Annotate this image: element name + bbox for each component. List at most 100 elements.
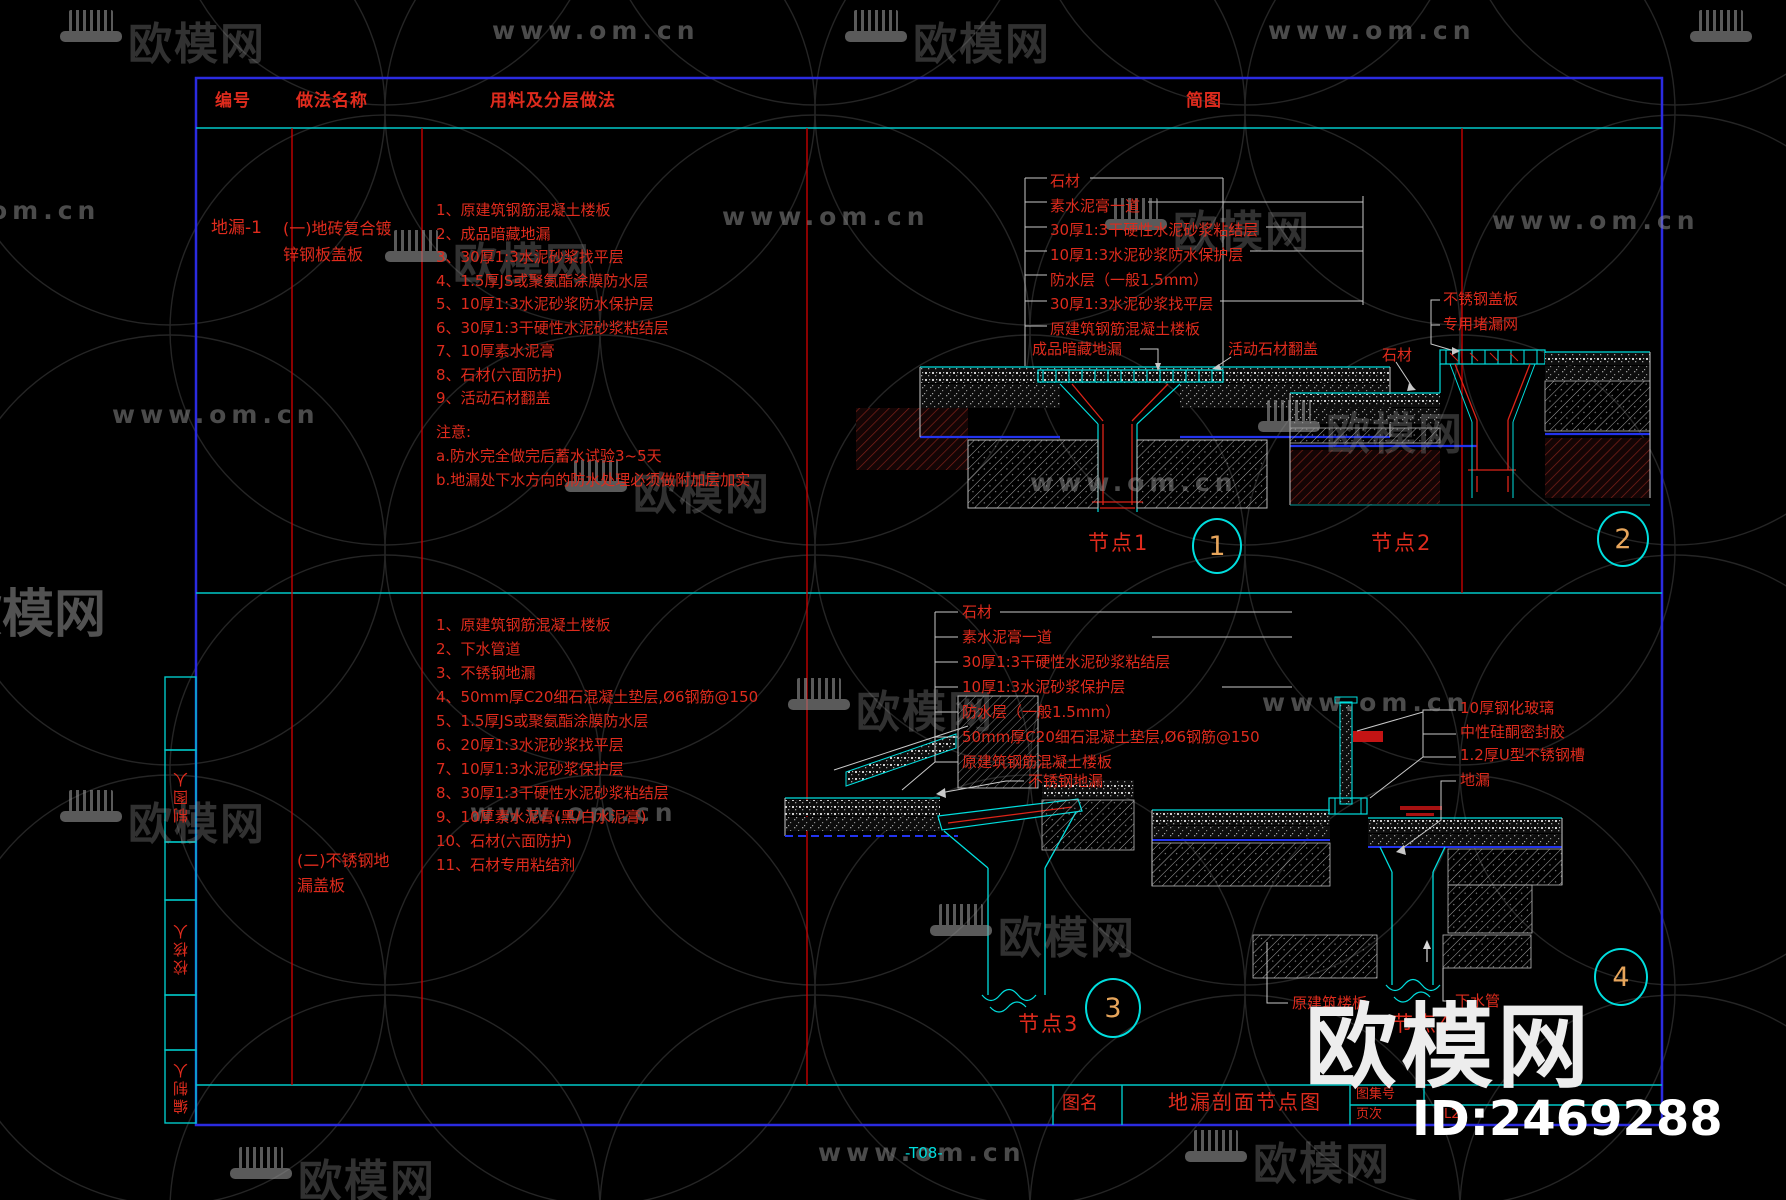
list-item: 10厚1:3水泥砂浆防水保护层: [1050, 246, 1244, 265]
list-item: 9、活动石材翻盖: [436, 389, 551, 407]
list-item: 30厚1:3水泥砂浆找平层: [1050, 295, 1214, 314]
list-item: 50mm厚C20细石混凝土垫层,Ø6钢筋@150: [962, 728, 1260, 746]
sidebar-compiler-cell: 编制人: [166, 1051, 195, 1122]
list-item: 7、10厚1:3水泥砂浆保护层: [436, 760, 624, 778]
node4-label-channel: 1.2厚U型不锈钢槽: [1460, 746, 1585, 764]
list-item: 10、石材(六面防护): [436, 832, 572, 850]
watermark-site-text: www.om.cn: [1262, 688, 1470, 717]
header-col-name: 做法名称: [296, 91, 368, 111]
sofa-icon: [845, 8, 907, 46]
watermark-group: 欧模网: [230, 1145, 436, 1200]
watermark-site-text: www.om.cn: [112, 400, 320, 429]
sofa-icon: [1105, 196, 1167, 234]
node4-label-pipe: 下水管: [1455, 992, 1501, 1010]
sofa-icon: [930, 902, 992, 940]
table-border: [194, 76, 1664, 1127]
watermark-site-text: www.om.cn: [818, 1138, 1026, 1167]
node3-layer-labels: 石材素水泥膏一道 30厚1:3干硬性水泥砂浆粘结层 10厚1:3水泥砂浆保护层防水层…: [962, 600, 1260, 775]
watermark-group: 欧模网: [1185, 1128, 1391, 1192]
list-item: 11、石材专用粘结剂: [436, 856, 576, 874]
list-item: 5、10厚1:3水泥砂浆防水保护层: [436, 295, 654, 313]
site-logo-big: 欧模网: [1305, 994, 1594, 1101]
watermark-site-text: om.cn: [0, 196, 101, 225]
node2-drawing: [1289, 299, 1651, 506]
node3-callout-drain: 不锈钢地漏: [1028, 772, 1104, 790]
list-item: 原建筑钢筋混凝土楼板: [962, 753, 1113, 771]
list-item: 30厚1:3干硬性水泥砂浆粘结层: [1050, 221, 1259, 240]
sidebar-drafter-label: 制图人: [172, 769, 190, 823]
list-item: 1、原建筑钢筋混凝土楼板: [436, 201, 611, 219]
watermark-group: 欧模网: [930, 902, 1136, 966]
table-cyan-lines: [164, 127, 1662, 1125]
watermark-group: [1690, 8, 1752, 46]
list-item: b.地漏处下水方向的防水处理必须做附加层加实: [436, 471, 751, 489]
watermark-group: 欧模网: [1105, 196, 1311, 260]
sofa-icon: [788, 676, 850, 714]
node4-label-slab: 原建筑楼板: [1292, 994, 1368, 1012]
row2-name-line2: 漏盖板: [297, 876, 346, 895]
node1-callout-drain: 成品暗藏地漏: [1032, 340, 1123, 358]
titlebar-name-label: 图名: [1062, 1093, 1098, 1114]
watermark-site-text: www.om.cn: [1492, 206, 1700, 235]
list-item: 10厚1:3水泥砂浆保护层: [962, 678, 1126, 696]
list-item: 素水泥膏一道: [1050, 196, 1141, 215]
watermark-group: 欧模网: [1258, 398, 1464, 462]
list-item: 6、20厚1:3水泥砂浆找平层: [436, 736, 624, 754]
list-item: 5、1.5厚JS或聚氨酯涂膜防水层: [436, 712, 649, 730]
node4-label-glass: 10厚钢化玻璃: [1460, 699, 1555, 717]
node1-callout-cover: 活动石材翻盖: [1228, 340, 1319, 358]
node3-title: 节点3: [1018, 1012, 1080, 1036]
titlebar-atlas-label: 图集号: [1356, 1087, 1396, 1102]
list-item: 素水泥膏一道: [962, 628, 1053, 646]
watermark-group: 欧模网: [565, 458, 771, 522]
sofa-icon: [230, 1145, 292, 1183]
list-item: 9、10厚素水泥膏(黑/白水泥膏): [436, 808, 647, 826]
sidebar-compiler-label: 编制人: [172, 1059, 190, 1114]
titlebar-drawing-name: 地漏剖面节点图: [1168, 1090, 1322, 1114]
list-item: 2、下水管道: [436, 640, 521, 658]
watermark-logo-text: 欧模网: [128, 19, 266, 70]
row1-material-list: 1、原建筑钢筋混凝土楼板 2、成品暗藏地漏 3、30厚1:3水泥砂浆找平层 4、1.5…: [436, 199, 669, 411]
sofa-icon: [60, 788, 122, 826]
list-item: a.防水完全做完后蓄水试验3~5天: [436, 447, 662, 465]
titlebar-page-value: DL2: [1434, 1107, 1460, 1122]
list-item: 2、成品暗藏地漏: [436, 224, 551, 243]
sofa-icon: [1258, 398, 1320, 436]
node2-title: 节点2: [1371, 531, 1433, 555]
list-item: 4、50mm厚C20细石混凝土垫层,Ø6钢筋@150: [436, 688, 759, 706]
watermark-group: 欧模网: [60, 788, 266, 852]
header-col-id: 编号: [215, 91, 251, 111]
watermark-group: 欧模网: [385, 228, 591, 292]
list-item: 3、不锈钢地漏: [436, 664, 536, 682]
row1-name-line1: (一)地砖复合镀: [283, 219, 392, 238]
node4-bubble: 4: [1594, 948, 1648, 1006]
list-item: 30厚1:3干硬性水泥砂浆粘结层: [962, 653, 1171, 671]
sofa-icon: [1185, 1128, 1247, 1166]
list-item: 注意:: [436, 423, 472, 441]
list-item: 8、石材(六面防护): [436, 365, 563, 384]
list-item: 石材: [962, 603, 993, 621]
list-item: 防水层（一般1.5mm）: [962, 703, 1121, 721]
node3-bubble: 3: [1085, 978, 1141, 1038]
row2-material-list: 1、原建筑钢筋混凝土楼板 2、下水管道 3、不锈钢地漏 4、50mm厚C20细石混凝土…: [436, 613, 758, 877]
list-item: 4、1.5厚JS或聚氨酯涂膜防水层: [436, 271, 649, 290]
node1-title: 节点1: [1088, 531, 1150, 555]
node4-title: 节点4: [1392, 1012, 1454, 1036]
watermark-logo-partial: 欧模网: [0, 585, 107, 645]
row2-name-line1: (二)不锈钢地: [297, 851, 390, 870]
list-item: 7、10厚素水泥膏: [436, 342, 555, 360]
watermark-site-text: www.om.cn: [470, 798, 678, 827]
node2-bubble: 2: [1597, 511, 1649, 567]
watermark-group: 欧模网: [788, 676, 994, 740]
list-item: 1、原建筑钢筋混凝土楼板: [436, 616, 611, 634]
list-item: 原建筑钢筋混凝土楼板: [1050, 320, 1201, 339]
watermark-site-text: www.om.cn: [1030, 468, 1238, 497]
node1-drawing: [856, 177, 1391, 512]
list-item: 3、30厚1:3水泥砂浆找平层: [436, 248, 624, 266]
node2-label-cover: 不锈钢盖板: [1443, 290, 1519, 308]
sofa-icon: [565, 458, 627, 496]
watermark-group: 欧模网: [60, 8, 266, 72]
node2-label-mesh: 专用堵漏网: [1443, 315, 1519, 333]
